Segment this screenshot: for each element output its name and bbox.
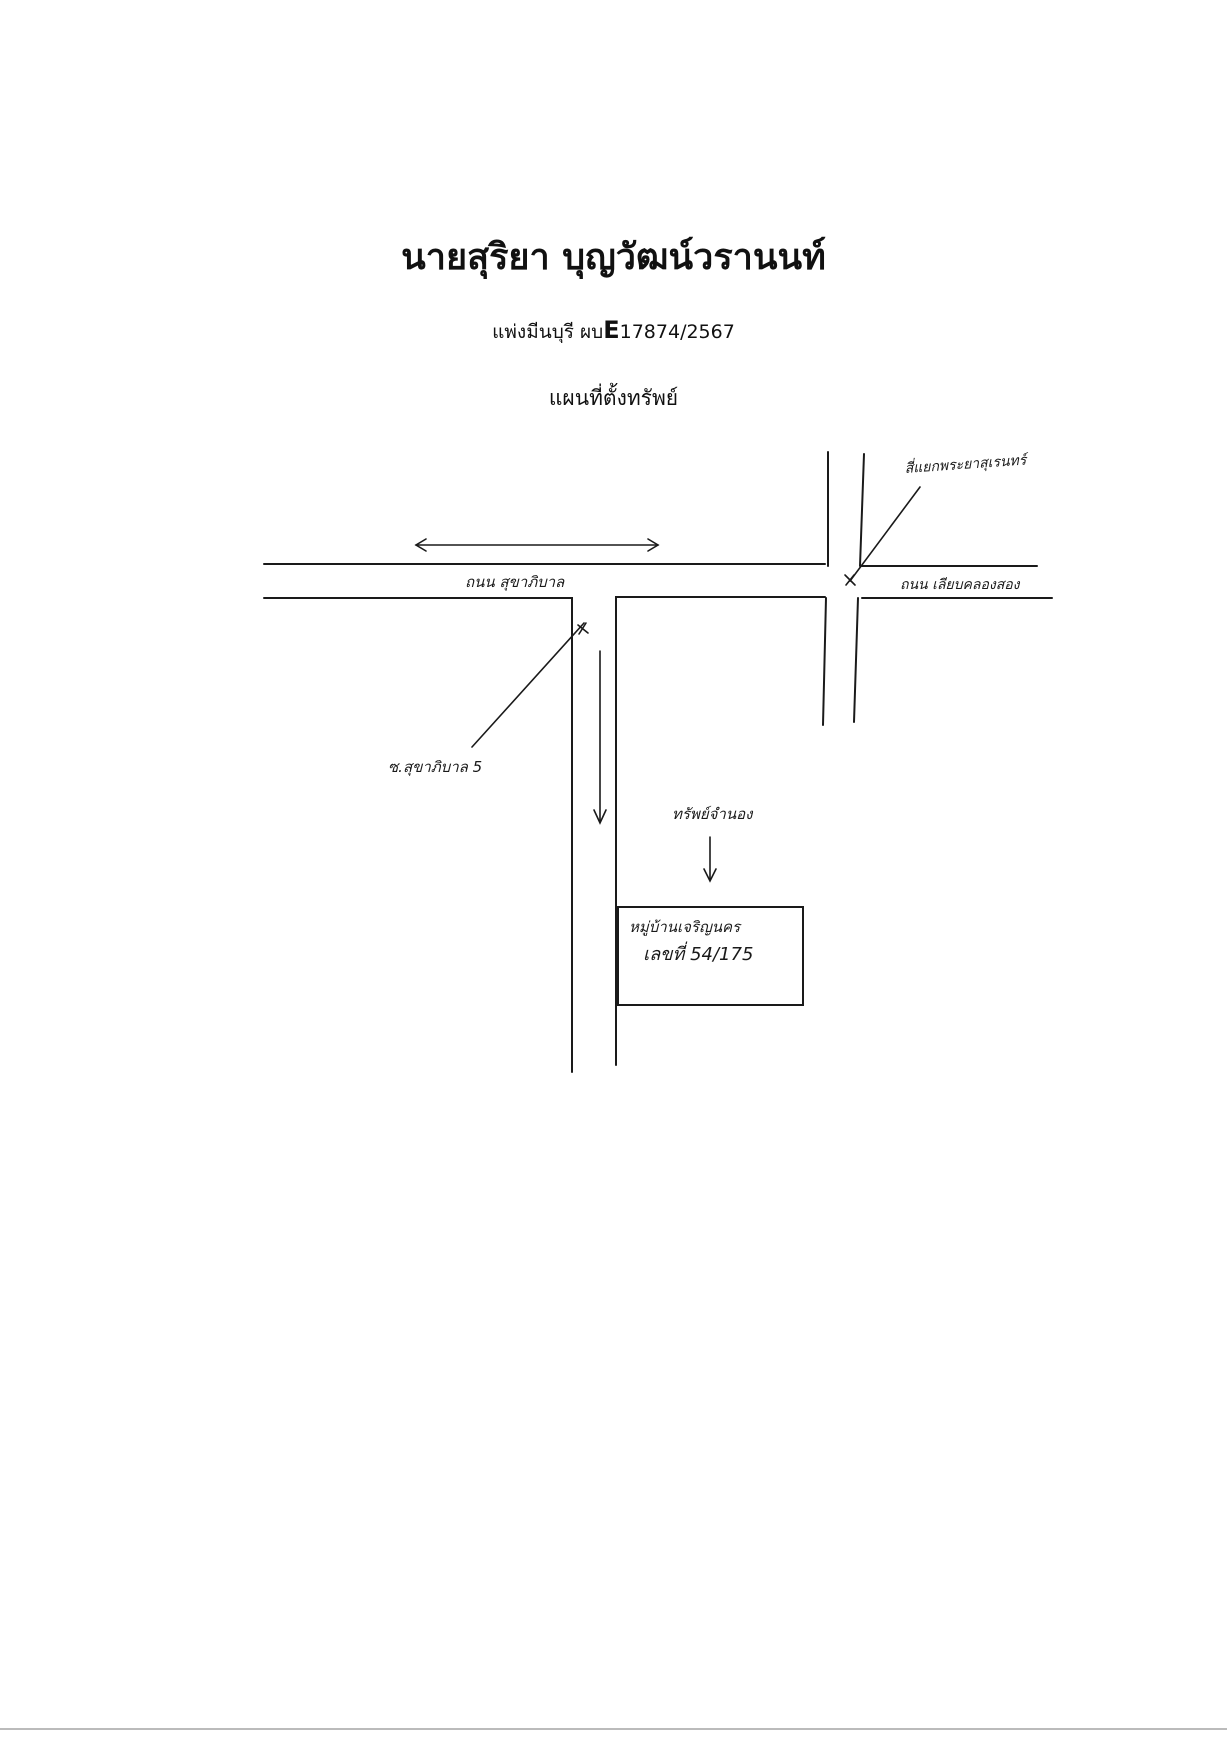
- cross-road-east-edge-north: [859, 453, 865, 567]
- intersection-label: สี่แยกพระยาสุเรนทร์: [904, 449, 1030, 477]
- property-box-line2: เลขที่ 54/175: [643, 941, 753, 965]
- map-heading: แผนที่ตั้งทรัพย์: [548, 386, 679, 410]
- main-road-bottom-edge-west: [263, 597, 573, 1073]
- page-title: นายสุริยา บุญวัฒน์วรานนท์: [401, 236, 826, 278]
- property-box-line1: หมู่บ้านเจริญนคร: [629, 918, 742, 936]
- main-road-bottom-edge-east: [615, 596, 826, 1066]
- case-letter: E: [603, 316, 620, 344]
- arrow-head-right-icon: [647, 538, 660, 552]
- property-arrow-head-icon: [703, 868, 717, 883]
- arrow-head-left-icon: [414, 538, 427, 552]
- soi-label: ซ.สุขาภิบาล 5: [388, 758, 482, 776]
- case-number: 17874/2567: [619, 321, 735, 343]
- intersection-leader-x-mark: [844, 574, 856, 586]
- arrow-head-down-icon: [593, 809, 607, 825]
- soi-leader-line: [471, 622, 585, 748]
- intersection-leader-line: [849, 486, 921, 582]
- cross-road-east-edge-south: [853, 597, 859, 723]
- case-court: แพ่งมีนบุรี ผบ: [492, 321, 604, 343]
- east-road-label: ถนน เลียบคลองสอง: [900, 577, 1021, 593]
- property-lot: [617, 906, 804, 1006]
- case-reference: แพ่งมีนบุรี ผบE17874/2567: [0, 316, 1227, 347]
- property-pointer-label: ทรัพย์จำนอง: [672, 805, 754, 823]
- soi-leader-x-mark: [577, 622, 589, 635]
- main-road-label: ถนน สุขาภิบาล: [465, 573, 565, 591]
- cross-road-west-edge-south: [822, 597, 827, 726]
